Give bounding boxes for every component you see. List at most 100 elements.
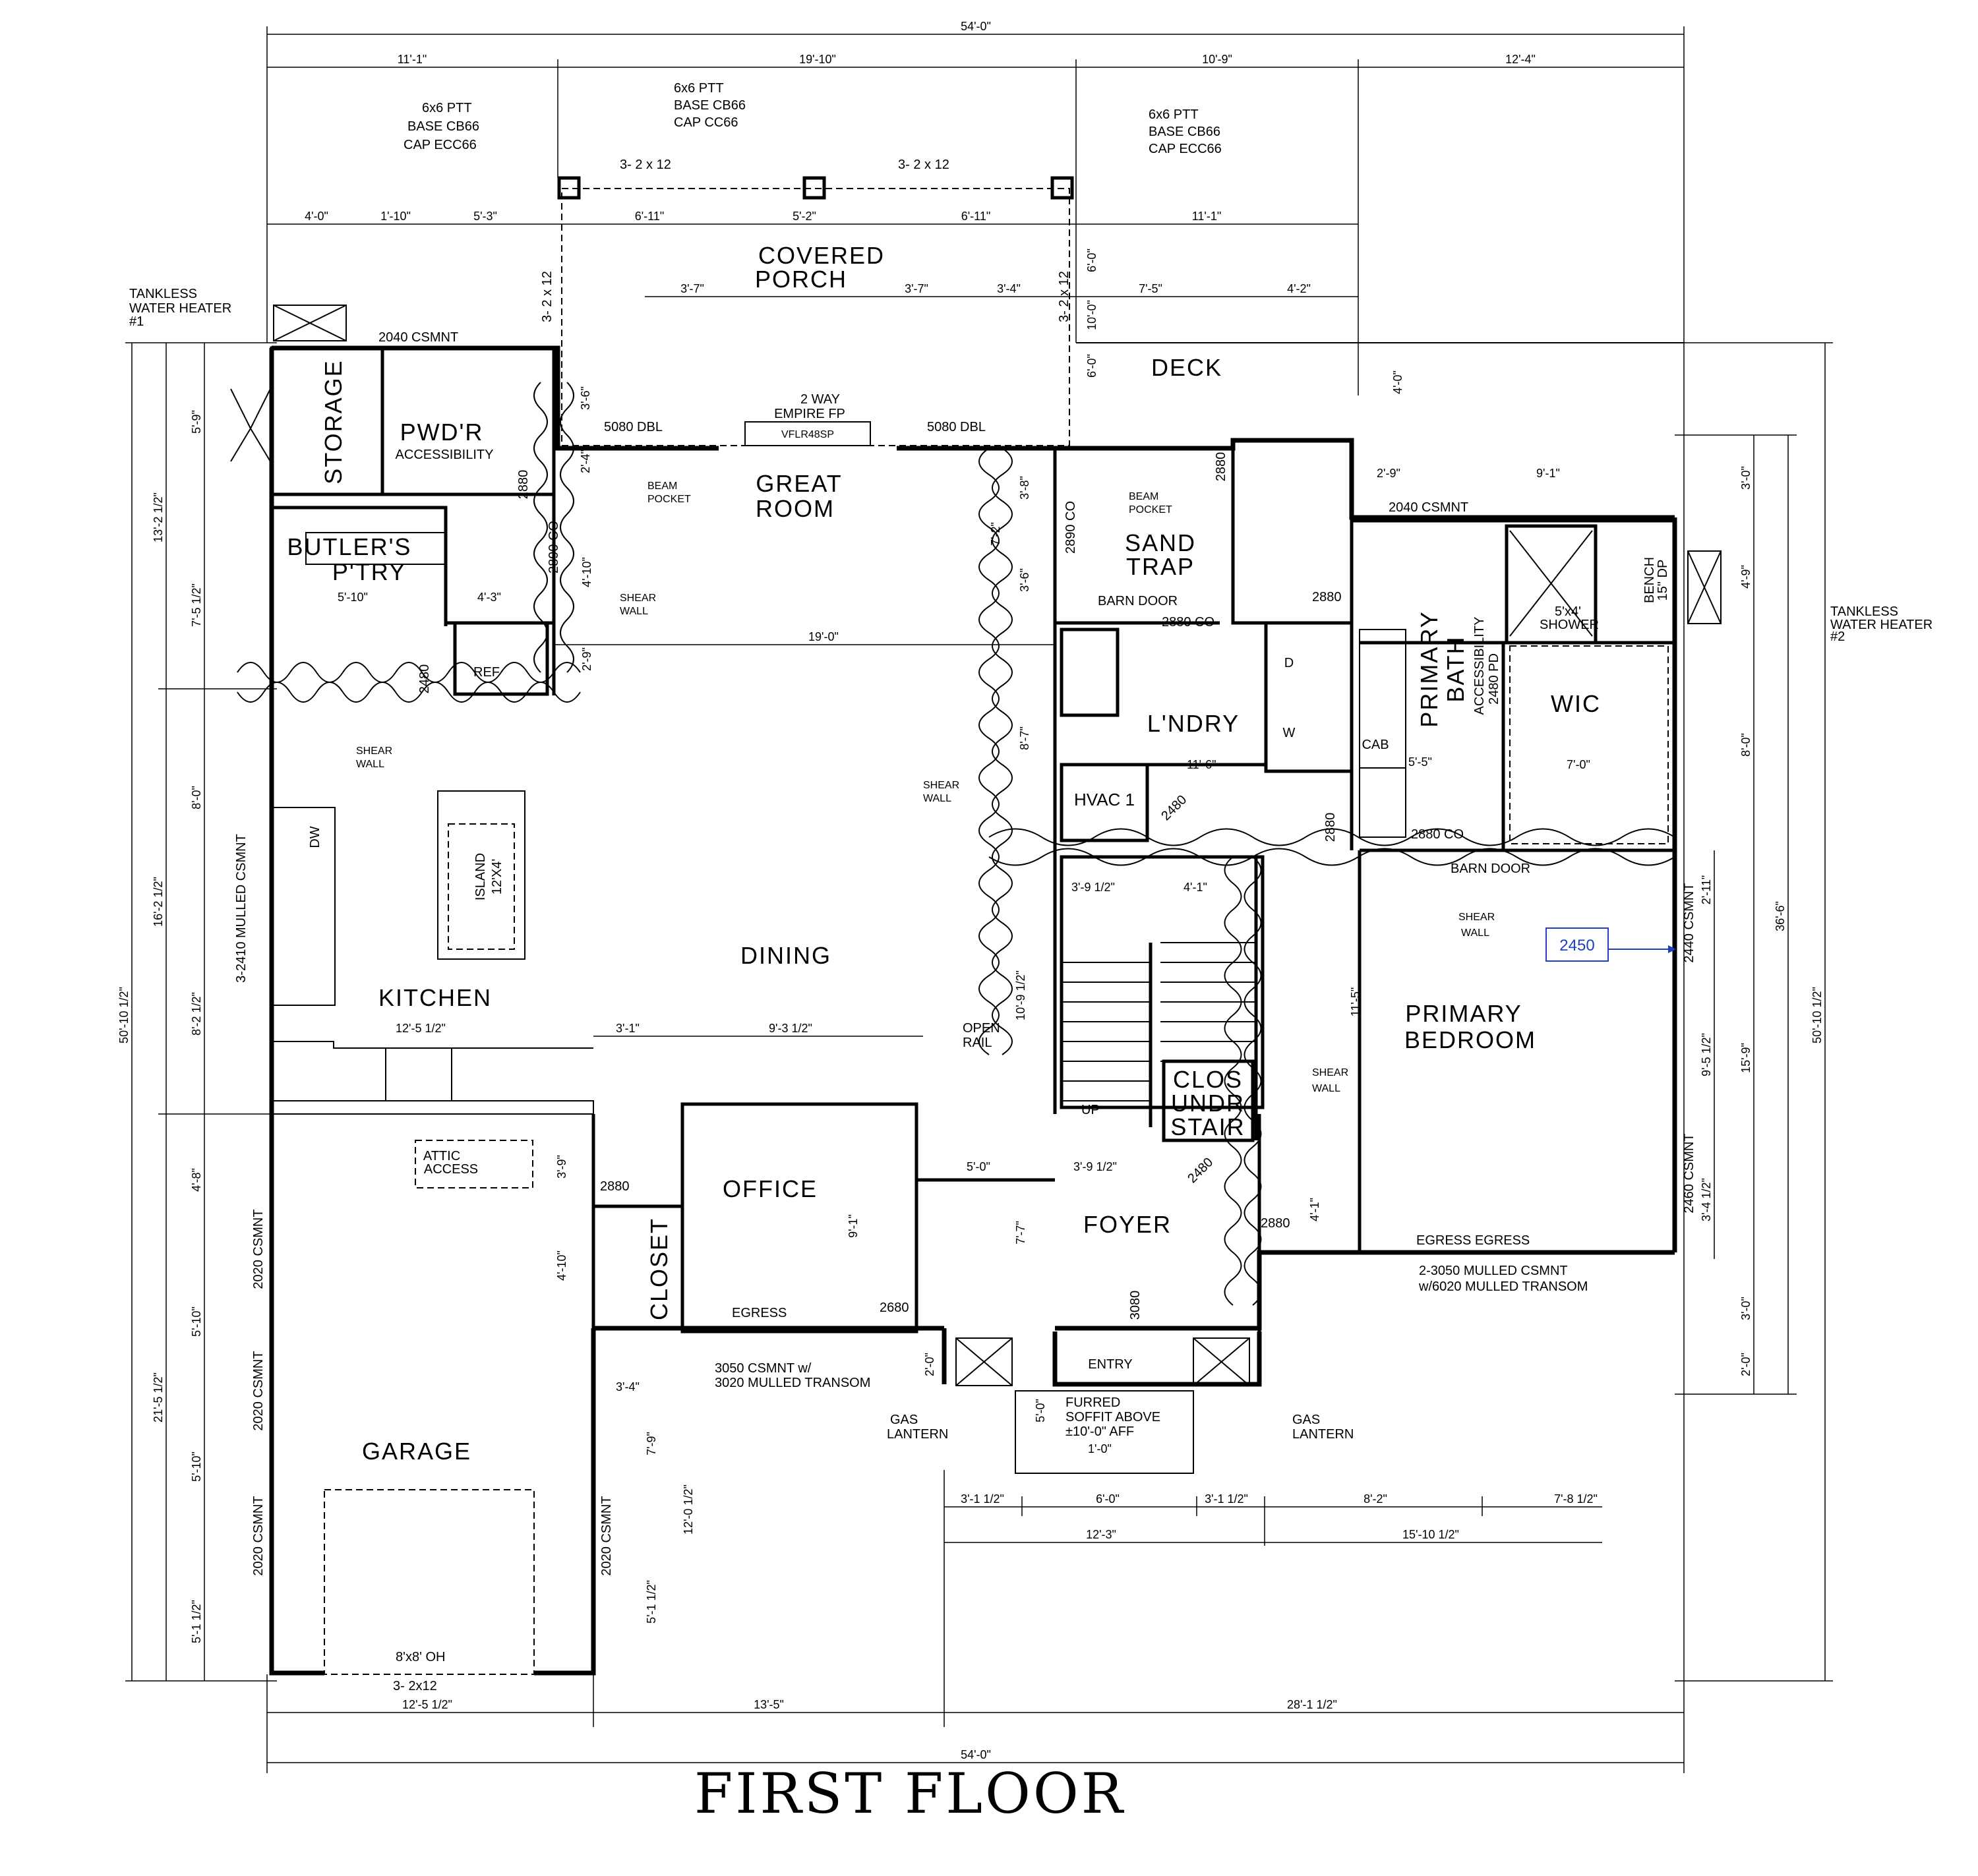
note-office-window-2: 3020 MULLED TRANSOM (715, 1376, 870, 1390)
dim-misc-5: 11'-6" (1187, 758, 1216, 771)
note-2880-bath-sink: 2880 (1323, 813, 1338, 842)
room-laundry: L'NDRY (1147, 710, 1240, 737)
room-attic-1: ATTIC (423, 1149, 460, 1163)
dim-overall-top: 54'-0" (961, 20, 991, 33)
dim-porch-2: 1'-10" (380, 210, 411, 223)
dim-porch-inner-1: 3'-7" (680, 282, 704, 295)
note-shear-2a: SHEAR (356, 746, 392, 757)
dim-left-seg-3: 21'-5 1/2" (152, 1372, 165, 1422)
dim-porch-7: 11'-1" (1192, 210, 1222, 223)
note-tankless-2-2: WATER HEATER (1830, 618, 1933, 632)
room-primary-bedroom-1: PRIMARY (1405, 1000, 1522, 1027)
note-gas-lantern-left-2: LANTERN (887, 1427, 948, 1442)
dim-entry-3: 3'-1 1/2" (1205, 1492, 1248, 1506)
note-2880-co-2: 2880 CO (1411, 827, 1464, 842)
room-garage: GARAGE (362, 1438, 471, 1465)
dim-misc-8: 3'-9 1/2" (1071, 881, 1115, 894)
room-closet: CLOSET (645, 1217, 673, 1320)
dim-right-in-8: 3'-0" (1739, 1297, 1753, 1320)
dim-entry2-1: 12'-3" (1086, 1528, 1116, 1541)
room-great-room-2: ROOM (756, 495, 835, 522)
dim-right-in-4: 2'-11" (1700, 875, 1713, 905)
note-csmt-2020-1: 2020 CSMNT (251, 1209, 266, 1289)
water-heaters (273, 305, 1722, 1386)
dim-misc-33: 6'-0" (1085, 354, 1098, 378)
note-3080: 3080 (1128, 1291, 1143, 1320)
note-post-right-2: BASE CB66 (1149, 125, 1220, 139)
dim-porch-5: 5'-2" (793, 210, 816, 223)
dim-left-in-8: 5'-1 1/2" (190, 1600, 203, 1643)
room-attic-2: ACCESS (424, 1162, 478, 1177)
dim-porch-3: 5'-3" (473, 210, 497, 223)
note-egress-bed: EGRESS EGRESS (1416, 1233, 1530, 1248)
dim-left-overall: 50'-10 1/2" (117, 987, 131, 1043)
note-shear-5b: WALL (1312, 1083, 1340, 1094)
dim-porch-4: 6'-11" (635, 210, 665, 223)
room-primary-bedroom-2: BEDROOM (1404, 1026, 1536, 1053)
dim-entry-5: 7'-8 1/2" (1554, 1492, 1598, 1506)
note-2890-co-left: 2890 CO (547, 521, 561, 573)
note-post-left-2: BASE CB66 (407, 119, 479, 134)
dim-porch-1: 4'-0" (305, 210, 328, 223)
dimension-lines: 54'-0" 11'-1" 19'-10" 10'-9" 12'-4" 4'-0… (117, 20, 1833, 1773)
note-post-right-1: 6x6 PTT (1149, 107, 1199, 122)
note-post-left-1: 6x6 PTT (422, 101, 472, 115)
dim-porch-6: 6'-11" (961, 210, 991, 223)
note-shear-2b: WALL (356, 759, 384, 770)
room-labels: COVERED PORCH DECK STORAGE PWD'R ACCESSI… (287, 242, 1670, 1465)
dim-misc-35: 7'-2" (989, 522, 1002, 546)
room-island-2: 12'X4' (490, 859, 504, 894)
dim-left-in-1: 5'-9" (190, 410, 203, 434)
dim-misc-37: 8'-7" (1018, 726, 1031, 750)
dim-left-seg-2: 16'-2 1/2" (152, 877, 165, 927)
note-garage-door: 8'x8' OH (396, 1650, 445, 1664)
room-pwdr-sub: ACCESSIBILITY (396, 448, 494, 462)
room-clos-under-stair-1: CLOS (1173, 1066, 1243, 1093)
dim-left-in-6: 5'-10" (190, 1306, 203, 1337)
dim-right-in-1: 3'-0" (1739, 466, 1753, 490)
note-beam-vert-right: 3- 2 x 12 (1057, 271, 1071, 322)
note-tankless-2-3: #2 (1830, 630, 1845, 644)
note-5080-right: 5080 DBL (927, 420, 986, 434)
annotation-2450-box[interactable] (1545, 927, 1609, 962)
note-shear-1b: WALL (620, 606, 648, 617)
dim-misc-6: 5'-5" (1408, 755, 1432, 769)
note-shear-3a: SHEAR (923, 780, 959, 791)
dim-misc-17: 7'-7" (1014, 1221, 1027, 1245)
notes: 6x6 PTT BASE CB66 CAP ECC66 6x6 PTT BASE… (129, 81, 1933, 1693)
room-washer: W (1283, 726, 1296, 740)
room-deck: DECK (1151, 354, 1222, 381)
note-fireplace-2: EMPIRE FP (774, 407, 845, 421)
water-heater-1-icon (273, 305, 347, 341)
dim-right-in-3: 8'-0" (1739, 733, 1753, 757)
room-wic: WIC (1551, 690, 1601, 717)
note-barn-door: BARN DOOR (1098, 594, 1178, 608)
note-csmt-2020-3: 2020 CSMNT (251, 1496, 266, 1575)
note-tankless-1-3: #1 (129, 314, 144, 329)
dim-misc-34: 3'-8" (1018, 476, 1031, 500)
room-great-room-1: GREAT (756, 470, 842, 497)
dim-misc-22: 7'-9" (645, 1432, 658, 1455)
note-open-rail-2: RAIL (963, 1036, 992, 1050)
note-office-window-1: 3050 CSMNT w/ (715, 1361, 812, 1376)
note-garage-header: 3- 2x12 (393, 1679, 437, 1693)
note-2880-garage: 2880 (600, 1179, 630, 1194)
dim-left-in-2: 7'-5 1/2" (190, 583, 203, 627)
note-barn-door-2: BARN DOOR (1451, 862, 1530, 876)
dim-left-in-3: 8'-0" (190, 786, 203, 809)
fireplace-icon (744, 421, 871, 446)
note-csmt-2020-2: 2020 CSMNT (251, 1351, 266, 1430)
note-egress-office: EGRESS (732, 1306, 787, 1320)
note-5080-left: 5080 DBL (604, 420, 663, 434)
dim-right-in-2: 4'-9" (1739, 565, 1753, 589)
note-beam-right: 3- 2 x 12 (898, 158, 949, 172)
dim-top-seg-1: 11'-1" (398, 53, 427, 66)
dim-right-in-7: 3'-4 1/2" (1700, 1178, 1713, 1221)
note-2880-deck: 2880 (1214, 452, 1228, 482)
note-post-mid-2: BASE CB66 (674, 98, 746, 113)
note-beam-pocket-right-2: POCKET (1129, 504, 1172, 515)
room-primary-bath-1: PRIMARY (1416, 610, 1443, 727)
dim-bottom-2: 13'-5" (754, 1698, 784, 1711)
note-tankless-1-2: WATER HEATER (129, 301, 231, 316)
